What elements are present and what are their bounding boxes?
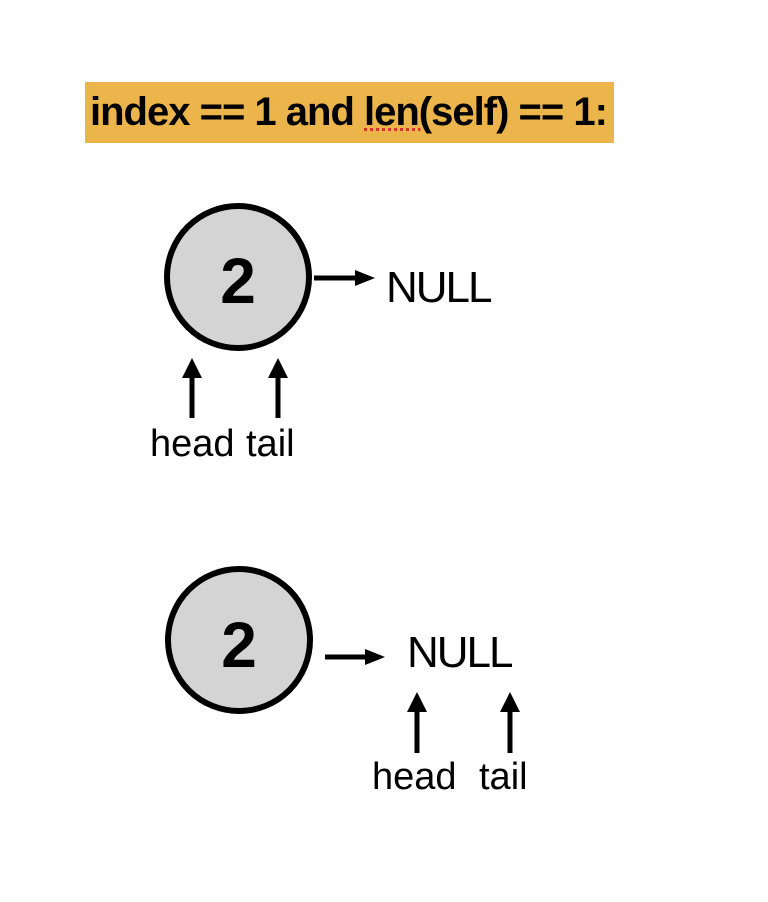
null-label: NULL xyxy=(386,263,492,312)
node-value: 2 xyxy=(220,245,256,317)
node-circle xyxy=(165,566,313,714)
title-text-before: index == 1 and xyxy=(90,90,365,134)
next-pointer-arrow-head-icon xyxy=(365,649,385,665)
title-text-misspelled-len: len( xyxy=(364,90,432,134)
tail-pointer-arrow-head-icon xyxy=(268,358,288,378)
tail-label: tail xyxy=(479,756,528,798)
title-highlight: index == 1 and len(self) == 1: xyxy=(85,82,614,143)
head-pointer-arrow-head-icon xyxy=(182,358,202,378)
tail-label: tail xyxy=(246,423,295,465)
head-pointer-arrow-head-icon xyxy=(407,692,427,712)
head-label: head xyxy=(372,756,457,798)
next-pointer-arrow-head-icon xyxy=(355,270,375,286)
head-label: head xyxy=(150,423,235,465)
node-value: 2 xyxy=(221,609,257,681)
node-circle xyxy=(164,203,312,351)
tail-pointer-arrow-head-icon xyxy=(500,692,520,712)
null-label: NULL xyxy=(407,628,513,677)
title-text-after: self) == 1: xyxy=(431,90,608,134)
list-diagram-after: 2 NULL head tail xyxy=(165,566,528,798)
list-diagram-before: 2 NULL head tail xyxy=(150,203,494,465)
